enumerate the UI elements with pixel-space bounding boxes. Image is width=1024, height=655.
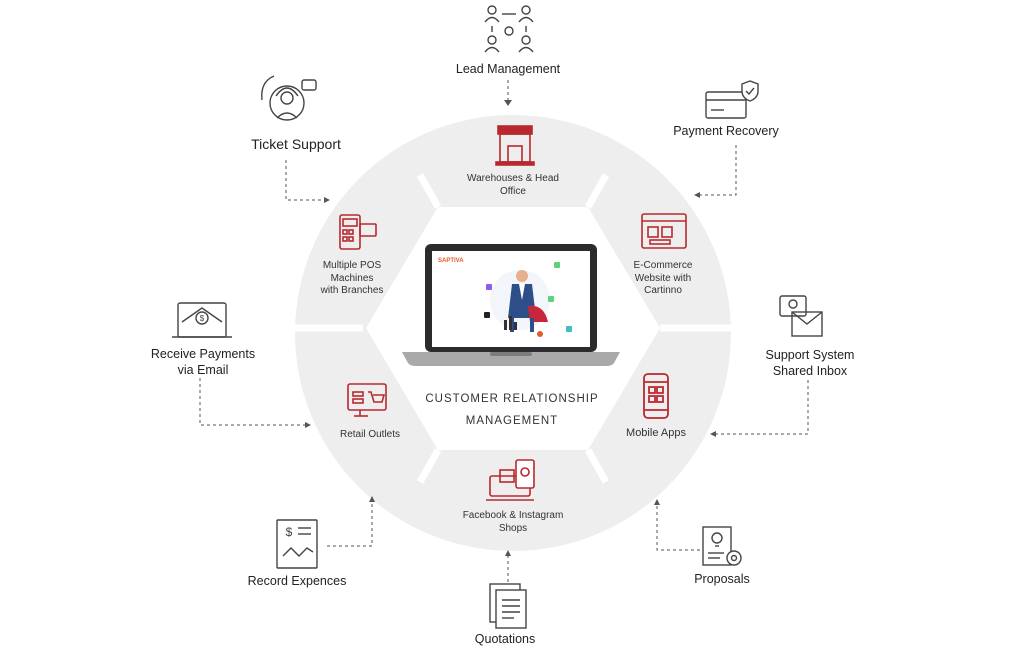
pos-machines-label: Multiple POS Machines with Branches [302, 260, 402, 298]
mobile-phone-icon [643, 373, 669, 419]
warehouses-label-line1: Warehouses & Head [467, 173, 559, 184]
pos-label-line1: Multiple POS [322, 260, 382, 271]
ecommerce-label-line3: Cartinno [644, 285, 682, 296]
ecommerce-label-line1: E-Commerce [633, 260, 693, 271]
proposals-label-line1: Proposals [694, 572, 750, 586]
center-title: CUSTOMER RELATIONSHIP MANAGEMENT [412, 389, 612, 433]
record-expences-label: Record Expences [232, 574, 362, 590]
expense-report-icon: $ [276, 519, 318, 569]
receive-payments-label-line1: Receive Payments [150, 347, 256, 361]
ecommerce-label-line2: Website with [634, 272, 692, 284]
proposals-label: Proposals [672, 572, 772, 588]
pos-label-line3: with Branches [320, 285, 384, 296]
center-title-line2: MANAGEMENT [465, 414, 559, 427]
expences-label-line1: Record Expences [247, 574, 347, 588]
ecommerce-browser-icon [641, 213, 687, 249]
center-title-line1: CUSTOMER RELATIONSHIP [425, 393, 599, 405]
envelope-dollar-icon: $ [172, 302, 232, 338]
quotations-label: Quotations [455, 632, 555, 648]
payment-recovery-label-line1: Payment Recovery [673, 124, 779, 138]
receive-payments-label: Receive Payments via Email [138, 347, 268, 378]
warehouses-label-line2: Office [500, 185, 526, 197]
pos-label-line2: Machines [330, 272, 374, 284]
connectors [199, 80, 809, 582]
facebook-label-line2: Shops [498, 522, 528, 534]
connector-arrowheads [305, 100, 716, 556]
support-inbox-icon [779, 295, 823, 337]
facebook-instagram-label: Facebook & Instagram Shops [443, 510, 583, 535]
lead-label-line1: Lead Management [455, 62, 561, 76]
warehouses-label: Warehouses & Head Office [443, 173, 583, 198]
social-shop-icon [486, 459, 535, 501]
support-inbox-label-line2: Shared Inbox [772, 363, 848, 378]
retail-label-line1: Retail Outlets [339, 429, 401, 440]
retail-outlets-label: Retail Outlets [320, 429, 420, 442]
lead-management-label: Lead Management [438, 62, 578, 78]
mobile-apps-label: Mobile Apps [606, 427, 706, 441]
retail-cart-icon [347, 383, 387, 417]
ticket-support-label: Ticket Support [226, 136, 366, 154]
quotations-label-line1: Quotations [474, 632, 536, 646]
support-inbox-label: Support System Shared Inbox [745, 348, 875, 379]
ring-dividers [290, 173, 735, 484]
documents-icon [489, 583, 527, 629]
ticket-label-line1: Ticket Support [251, 136, 341, 152]
support-inbox-label-line1: Support System [765, 348, 855, 362]
screen-brand: SAPTIVA [438, 258, 464, 264]
svg-text:$: $ [200, 314, 205, 323]
ecommerce-label: E-Commerce Website with Cartinno [608, 260, 718, 298]
facebook-label-line1: Facebook & Instagram [462, 510, 564, 521]
payment-recovery-label: Payment Recovery [656, 124, 796, 140]
proposal-idea-icon [702, 526, 742, 566]
card-shield-icon [705, 80, 759, 119]
laptop-illustration: SAPTIVA [402, 244, 620, 366]
mobile-apps-label-line1: Mobile Apps [626, 427, 686, 439]
svg-text:$: $ [286, 525, 293, 539]
headset-support-icon [261, 75, 317, 121]
store-icon [495, 125, 535, 166]
pos-machine-icon [339, 214, 377, 250]
lead-management-icon [484, 5, 534, 53]
receive-payments-label-line2: via Email [177, 362, 229, 377]
